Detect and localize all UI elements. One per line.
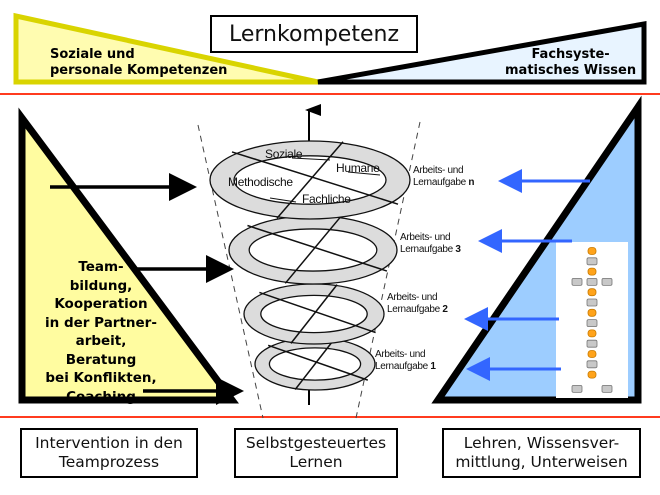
diagram-title: Lernkompetenz — [210, 15, 418, 53]
social-competence-wedge — [13, 12, 319, 85]
sequence-node-block — [586, 277, 598, 286]
sequence-node-step — [587, 308, 597, 317]
sequence-node-step — [587, 267, 597, 276]
ring-divider — [267, 344, 369, 381]
competence-subject: Fachliche — [302, 192, 351, 206]
sequence-node-block — [586, 298, 598, 307]
label-leader — [291, 157, 331, 161]
sequence-node-step — [587, 329, 597, 338]
task-number: n — [468, 177, 475, 188]
ring-divider — [284, 216, 342, 284]
task-label-line1: Arbeits- und — [400, 232, 451, 243]
label-leader — [347, 171, 381, 176]
ring-divider — [247, 224, 388, 272]
subject-knowledge-wedge — [317, 21, 647, 85]
subject-knowledge-label: Fachsyste- matisches Wissen — [505, 47, 637, 78]
task-ring — [243, 283, 385, 345]
sequence-node-step — [587, 288, 597, 297]
sequence-node-step — [587, 247, 597, 255]
competence-spiral — [209, 140, 411, 391]
task-ring — [209, 140, 411, 220]
social-competence-label: Soziale und personale Kompetenzen — [50, 47, 228, 78]
sequence-chart — [571, 247, 613, 393]
competence-methodical: Methodische — [228, 175, 293, 189]
ring-divider — [294, 338, 336, 390]
ring-divider — [259, 291, 376, 334]
task-label-line1: Arbeits- und — [387, 292, 438, 303]
ring-divider — [290, 284, 338, 344]
sequence-node-block — [586, 257, 598, 266]
task-label-line2: Lernaufgabe — [413, 177, 469, 188]
task-label-line1: Arbeits- und — [413, 165, 464, 176]
task-label-line2: Lernaufgabe — [375, 361, 431, 372]
teaching-box: Lehren, Wissensver- mittlung, Unterweise… — [442, 428, 641, 478]
competence-human: Humane — [336, 161, 380, 175]
sequence-node-block — [586, 339, 598, 348]
self-directed-learning-box: Selbstgesteuertes Lernen — [234, 428, 398, 478]
sequence-node-block — [586, 360, 598, 369]
sequence-node-block — [586, 319, 598, 328]
sequence-node-step — [587, 350, 597, 358]
sequence-node-block — [571, 384, 583, 393]
sequence-node-block — [601, 384, 613, 393]
task-label-line1: Arbeits- und — [375, 349, 426, 360]
sequence-node-step — [587, 370, 597, 379]
task-ring — [254, 337, 376, 391]
ring-divider — [276, 141, 344, 219]
team-intervention-label: Team- bildung, Kooperation in der Partne… — [45, 259, 157, 405]
label-leader — [269, 197, 297, 203]
task-ring — [228, 215, 398, 285]
task-number: 1 — [430, 361, 436, 372]
team-process-box: Intervention in den Teamprozess — [20, 428, 198, 478]
sequence-node-block — [601, 277, 613, 286]
competence-social: Soziale — [265, 147, 303, 161]
task-number: 2 — [442, 304, 448, 315]
task-label-line2: Lernaufgabe — [400, 244, 456, 255]
task-label-line2: Lernaufgabe — [387, 304, 443, 315]
task-number: 3 — [455, 244, 461, 255]
ring-divider — [231, 151, 399, 205]
sequence-node-block — [571, 277, 583, 286]
